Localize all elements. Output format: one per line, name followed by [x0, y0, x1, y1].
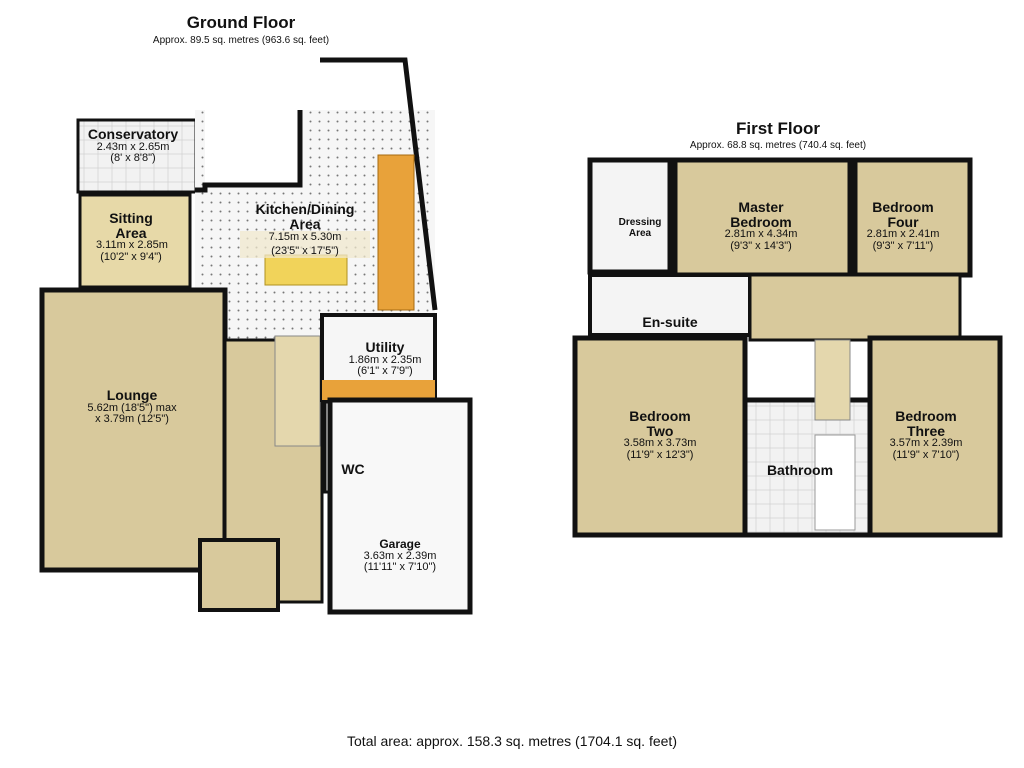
- room-name: Dressing Area: [618, 217, 662, 239]
- room-dims: 2.81m x 2.41m: [866, 228, 940, 241]
- room-name: Bathroom: [766, 462, 834, 478]
- room-name: Bedroom Four: [872, 199, 934, 230]
- porch-floor: [198, 538, 280, 612]
- room-label-bedroom-three: Bedroom Three 3.57m x 2.39m (11'9" x 7'1…: [886, 409, 966, 461]
- room-name: Conservatory: [87, 126, 179, 142]
- room-label-utility: Utility 1.86m x 2.35m (6'1" x 7'9"): [349, 340, 422, 378]
- room-label-sitting-area: Sitting Area 3.11m x 2.85m (10'2" x 9'4"…: [96, 210, 168, 263]
- room-name: Kitchen/Dining Area: [255, 201, 355, 232]
- room-imperial: x 3.79m (12'5"): [95, 413, 169, 426]
- room-imperial: (10'2" x 9'4"): [100, 250, 162, 263]
- garden-cutout: [205, 60, 300, 185]
- room-label-wc: WC: [341, 462, 364, 477]
- master-bedroom-floor: [672, 157, 853, 278]
- room-imperial: (23'5" x 17'5"): [240, 244, 370, 259]
- ensuite-floor: [588, 273, 752, 337]
- room-dims: 2.43m x 2.65m: [96, 140, 170, 153]
- ground-floor-area: Approx. 89.5 sq. metres (963.6 sq. feet): [152, 35, 330, 46]
- total-area: Total area: approx. 158.3 sq. metres (17…: [347, 733, 677, 749]
- room-name: WC: [341, 461, 365, 477]
- room-label-kitchen-dining: Kitchen/Dining Area 7.15m x 5.30m (23'5"…: [240, 201, 370, 259]
- landing-floor: [748, 273, 962, 342]
- room-imperial: (11'11" x 7'10"): [363, 561, 437, 574]
- first-floor-title: First Floor: [735, 119, 821, 138]
- room-label-dressing-area: Dressing Area: [615, 217, 665, 239]
- room-dims: 1.86m x 2.35m: [348, 353, 422, 366]
- room-name: En-suite: [642, 314, 698, 330]
- ground-floor-plan: [39, 57, 473, 615]
- first-floor-area: Approx. 68.8 sq. metres (740.4 sq. feet): [689, 140, 867, 151]
- room-label-bedroom-four: Bedroom Four 2.81m x 2.41m (9'3" x 7'11"…: [863, 200, 943, 252]
- room-imperial: (6'1" x 7'9"): [357, 365, 413, 378]
- room-dims: 3.58m x 3.73m: [623, 437, 697, 450]
- kitchen-walls: [195, 57, 438, 311]
- room-imperial: (11'9" x 12'3"): [626, 448, 694, 461]
- room-label-garage: Garage 3.63m x 2.39m (11'11" x 7'10"): [364, 538, 437, 574]
- room-imperial: (9'3" x 7'11"): [872, 239, 934, 252]
- stairs: [274, 335, 321, 447]
- room-imperial: (8' x 8'8"): [110, 152, 156, 165]
- room-dims: 3.63m x 2.39m: [363, 549, 437, 562]
- bedroom-three-floor: [867, 335, 1003, 538]
- room-imperial: (9'3" x 14'3"): [730, 239, 792, 252]
- room-label-master-bedroom: Master Bedroom 2.81m x 4.34m (9'3" x 14'…: [716, 200, 806, 252]
- kitchen-island: [264, 254, 348, 286]
- room-label-lounge: Lounge 5.62m (18'5") max x 3.79m (12'5"): [87, 388, 176, 426]
- room-dims: 3.57m x 2.39m: [889, 437, 963, 450]
- room-dims: 2.81m x 4.34m: [724, 228, 798, 241]
- room-label-bedroom-two: Bedroom Two 3.58m x 3.73m (11'9" x 12'3"…: [620, 409, 700, 461]
- room-imperial: (11'9" x 7'10"): [892, 448, 960, 461]
- upstairs-stairs: [814, 339, 851, 421]
- garage-floor: [327, 397, 473, 615]
- utility-worktop: [322, 380, 435, 400]
- room-name: Master Bedroom: [730, 199, 792, 230]
- first-floor-plan: [572, 157, 1003, 538]
- bedroom-two-floor: [572, 335, 748, 538]
- ground-floor-title: Ground Floor: [186, 13, 296, 32]
- room-name: Bedroom Two: [629, 408, 691, 439]
- room-dims: 3.11m x 2.85m: [96, 239, 168, 252]
- room-name: Lounge: [106, 387, 158, 403]
- sitting-area-floor: [78, 193, 192, 289]
- room-name: Sitting Area: [109, 210, 153, 241]
- lounge-floor: [39, 287, 228, 573]
- room-dims: 5.62m (18'5") max: [87, 401, 177, 414]
- room-name: Bedroom Three: [895, 408, 957, 439]
- kitchen-worktop: [377, 154, 415, 311]
- room-label-conservatory: Conservatory 2.43m x 2.65m (8' x 8'8"): [88, 127, 178, 165]
- conservatory-floor: [76, 118, 198, 194]
- room-label-en-suite: En-suite: [642, 315, 697, 330]
- room-name: Garage: [379, 537, 421, 551]
- room-dims: 7.15m x 5.30m: [240, 231, 370, 245]
- dressing-area-floor: [587, 157, 673, 275]
- room-label-bathroom: Bathroom: [767, 463, 833, 478]
- bath-tub: [814, 434, 856, 531]
- room-name: Utility: [365, 339, 405, 355]
